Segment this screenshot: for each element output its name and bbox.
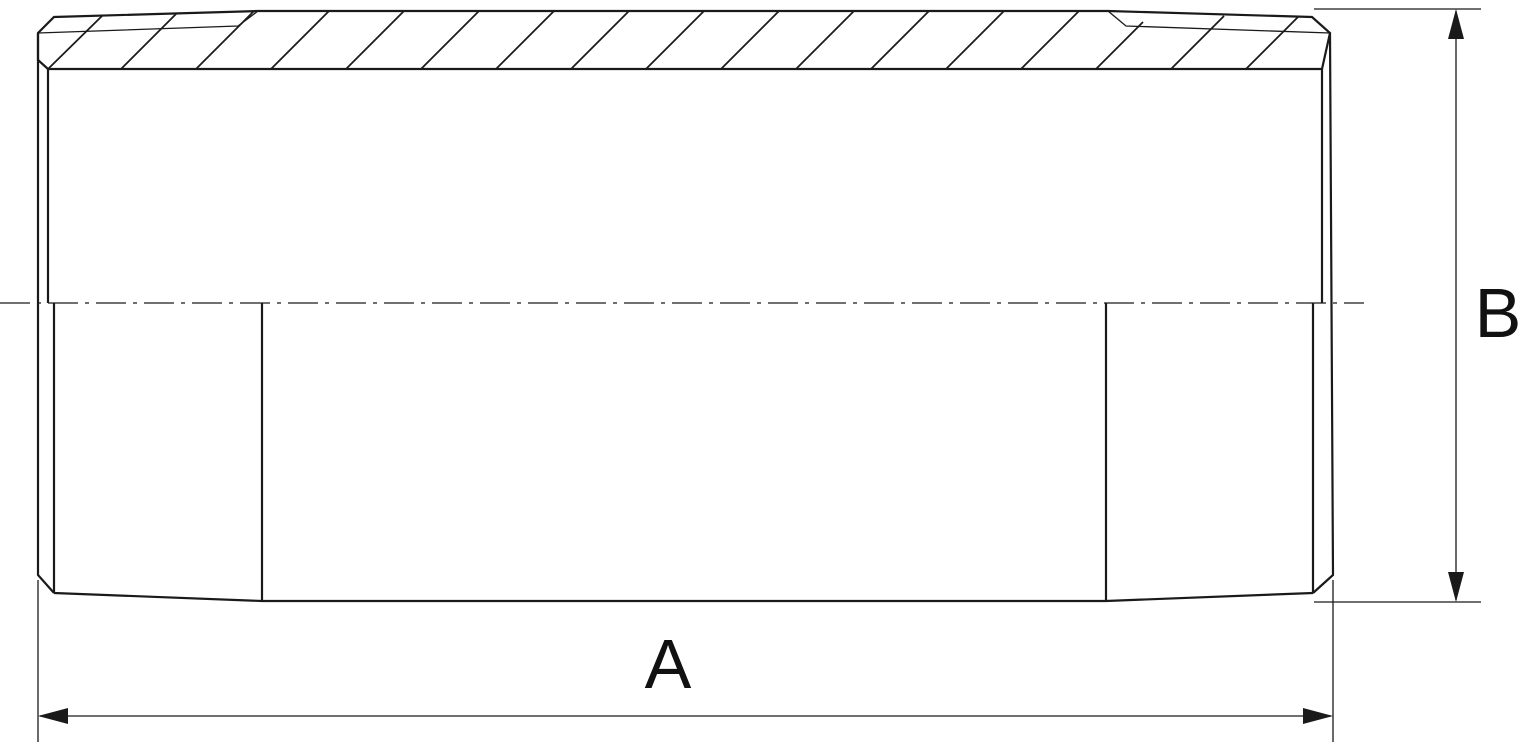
dimension-label-b: B [1475, 274, 1522, 352]
outer-right-end [1312, 32, 1335, 594]
dimension-b: B [1314, 8, 1522, 603]
arrowhead-left [38, 708, 68, 724]
arrowhead-right [1303, 708, 1333, 724]
section-hatching [47, 10, 1299, 70]
thread-root-right [1107, 10, 1331, 34]
wall-section [36, 9, 1332, 71]
arrowhead-bottom [1448, 572, 1464, 602]
bottom-outline [53, 591, 1314, 603]
dimension-label-a: A [645, 625, 692, 703]
arrowhead-top [1448, 9, 1464, 39]
pipe-body [36, 32, 1335, 603]
dimension-a: A [37, 580, 1334, 742]
outer-left-end [36, 33, 55, 594]
section-outline [36, 9, 1332, 71]
